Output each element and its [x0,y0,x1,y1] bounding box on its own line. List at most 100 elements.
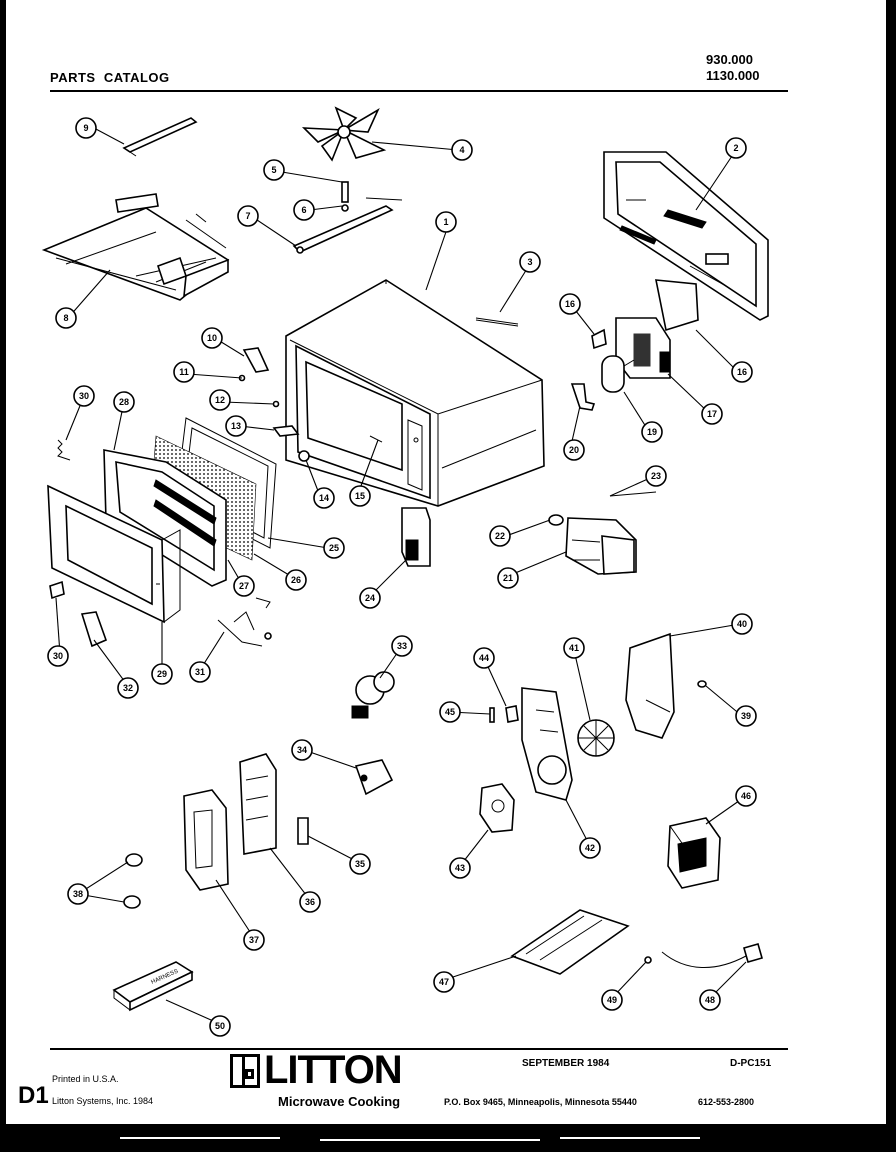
callout-number: 5 [271,165,276,175]
callout-circle [201,327,223,349]
callout-circle [73,385,95,407]
callout-circle [449,857,471,879]
leader-lines [55,127,747,1025]
part-29-door-panel [47,484,181,624]
callout-number: 36 [305,897,315,907]
callout-number: 9 [83,123,88,133]
callout-circle [55,307,77,329]
callout-24: 24 [359,587,381,609]
exploded-parts-diagram: HARNESS [41,106,769,1037]
callout-circle [299,891,321,913]
part-13-clip [272,425,300,437]
callout-32: 32 [117,677,139,699]
part-44-clip [505,705,519,723]
callout-circle [209,1015,231,1037]
callout-number: 13 [231,421,241,431]
scan-edge-artifact [0,1128,896,1152]
callout-7: 7 [237,205,259,227]
part-2-rear-frame [603,151,769,321]
callout-16: 16 [731,361,753,383]
callout-number: 1 [443,217,448,227]
callout-number: 10 [207,333,217,343]
callout-number: 30 [79,391,89,401]
page-id: D1 [18,1082,49,1109]
part-7-shaft-bracket [292,197,403,254]
callout-circle [113,391,135,413]
callout-26: 26 [285,569,307,591]
callout-circle [285,569,307,591]
part-19-capacitor [601,355,635,393]
callout-circle [173,361,195,383]
callout-circle [451,139,473,161]
part-31-latch [217,597,272,647]
callout-13: 13 [225,415,247,437]
part-42-motor-bracket [521,687,573,801]
callout-19: 19 [641,421,663,443]
callout-number: 35 [355,859,365,869]
callout-number: 37 [249,935,259,945]
callout-23: 23 [645,465,667,487]
callout-14: 14 [313,487,335,509]
part-41-fan [577,719,615,757]
phone-number: 612-553-2800 [698,1097,755,1107]
part-46-transformer [667,817,721,889]
callout-circle [725,137,747,159]
callout-37: 37 [243,929,265,951]
part-39-grommet [697,680,707,688]
callout-number: 27 [239,581,249,591]
callout-number: 23 [651,471,661,481]
header-rule [50,90,788,92]
callout-number: 50 [215,1021,225,1031]
callout-circle [225,415,247,437]
callout-3: 3 [519,251,541,273]
callout-circle [435,211,457,233]
callout-44: 44 [473,647,495,669]
callout-circle [433,971,455,993]
callout-50: 50 [209,1015,231,1037]
callout-12: 12 [209,389,231,411]
callout-35: 35 [349,853,371,875]
callout-circle [323,537,345,559]
callout-20: 20 [563,439,585,461]
callout-45: 45 [439,701,461,723]
callout-number: 4 [459,145,464,155]
part-35-strip [297,817,309,845]
callout-circle [701,403,723,425]
callout-39: 39 [735,705,757,727]
callout-number: 49 [607,995,617,1005]
part-30-hinge [49,580,65,600]
callout-number: 41 [569,643,579,653]
callout-circle [473,647,495,669]
callout-number: 16 [565,299,575,309]
part-8-base-plate [41,193,230,301]
callout-22: 22 [489,525,511,547]
parts-catalog-page: PARTS CATALOG 930.000 1130.000 [6,0,890,1124]
callout-number: 15 [355,491,365,501]
callout-circle [735,705,757,727]
callout-circle [731,361,753,383]
part-4-stirrer-fan [301,106,387,162]
callout-11: 11 [173,361,195,383]
callout-25: 25 [323,537,345,559]
callout-circle [645,465,667,487]
callout-circle [67,883,89,905]
callout-circle [641,421,663,443]
callout-number: 48 [705,995,715,1005]
callout-number: 39 [741,711,751,721]
callout-number: 29 [157,669,167,679]
callout-circle [189,661,211,683]
callout-circle [391,635,413,657]
part-32-hinge-plate [80,611,108,648]
part-16-clip [591,328,607,350]
callout-number: 32 [123,683,133,693]
callout-circle [731,613,753,635]
callout-number: 40 [737,619,747,629]
callout-17: 17 [701,403,723,425]
callout-circle [489,525,511,547]
callout-number: 3 [527,257,532,267]
callout-number: 43 [455,863,465,873]
callout-circle [263,159,285,181]
callout-number: 8 [63,313,68,323]
part-1-outer-cabinet [285,279,545,507]
